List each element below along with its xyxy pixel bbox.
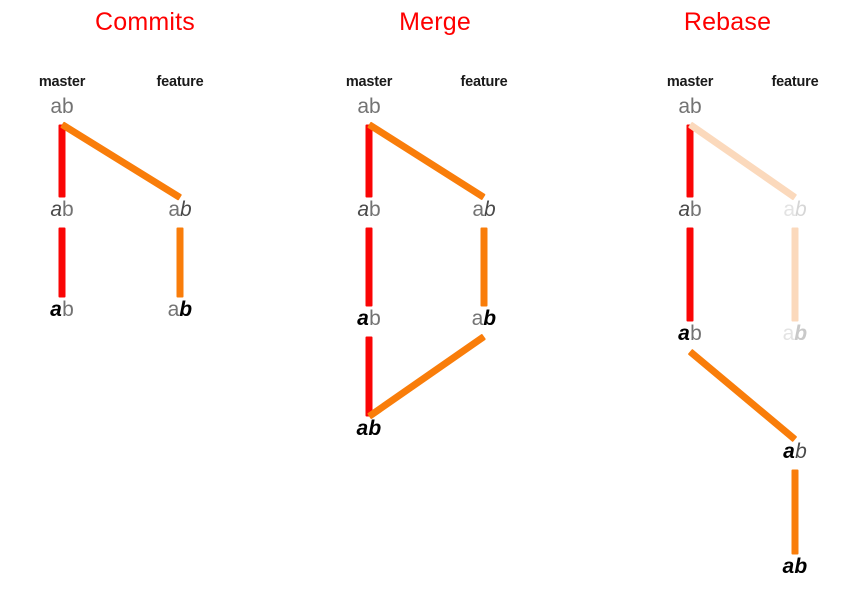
commit-glyph-a: a [357,307,370,330]
commit-glyph-b: b [369,95,381,118]
commit-glyph-a: a [50,198,62,221]
panel-commits: Commits [0,0,290,606]
commit-glyph-a: a [357,95,369,118]
commit-glyph-b: b [179,298,193,321]
commit-glyph-b: b [483,307,497,330]
commit-glyph-a: a [356,417,369,440]
commit-glyph-a: a [782,555,795,578]
edge-r-m2-to-r-m3 [686,227,694,321]
commit-glyph-a: a [782,322,795,345]
commit-node-g-m3: ab [357,308,381,329]
column-header-merge-feature: feature [460,74,508,90]
commit-node-c-m1: ab [50,96,73,117]
commit-glyph-a: a [678,322,691,345]
commit-node-r-f3: ab [783,323,808,344]
column-header-rebase-master: master [666,74,714,90]
commit-glyph-a: a [168,198,180,221]
edge-r-m1-to-r-m2 [686,124,694,197]
edge-c-m1-to-c-m2 [58,124,66,197]
commit-glyph-b: b [690,322,702,345]
commit-glyph-b: b [795,198,807,221]
commit-node-g-m2: ab [357,199,380,220]
edge-g-f2-to-g-f3 [480,227,488,306]
commit-glyph-a: a [357,198,369,221]
edge-r-f4-to-r-f5 [791,469,799,554]
commit-node-c-m3: ab [50,299,74,320]
commit-node-r-f5: ab [782,556,807,577]
commit-glyph-a: a [167,298,180,321]
commit-glyph-b: b [62,198,74,221]
commit-node-r-f4: ab [783,441,807,462]
commit-glyph-a: a [678,198,690,221]
commit-node-r-f2: ab [783,199,806,220]
commit-node-g-m1: ab [357,96,380,117]
column-header-commits-feature: feature [156,74,204,90]
edge-g-m1-to-g-m2 [365,124,373,197]
commit-node-c-m2: ab [50,199,73,220]
commit-glyph-b: b [794,555,808,578]
commit-glyph-b: b [690,95,702,118]
commit-glyph-b: b [180,198,192,221]
commit-node-r-m3: ab [678,323,702,344]
commit-glyph-a: a [783,198,795,221]
commit-glyph-b: b [62,95,74,118]
column-header-commits-master: master [38,74,86,90]
panel-title-merge: Merge [399,8,471,36]
commit-node-c-f3: ab [168,299,193,320]
commit-node-c-f2: ab [168,199,191,220]
column-header-rebase-feature: feature [771,74,819,90]
panel-rebase: Rebase [600,0,855,606]
commit-glyph-b: b [62,298,74,321]
commit-node-g-f3: ab [472,308,497,329]
commit-glyph-a: a [678,95,690,118]
column-header-merge-master: master [345,74,393,90]
commit-glyph-a: a [471,307,484,330]
commit-node-r-m2: ab [678,199,701,220]
panel-title-commits: Commits [94,8,195,36]
commit-glyph-b: b [690,198,702,221]
edge-g-m3-to-g-m4 [365,336,373,416]
commit-glyph-a: a [783,440,796,463]
commit-glyph-a: a [472,198,484,221]
panel-merge: Merge [290,0,580,606]
commit-glyph-b: b [795,440,807,463]
commit-glyph-a: a [50,298,63,321]
commit-node-g-m4: ab [356,418,381,439]
commit-node-g-f2: ab [472,199,495,220]
commit-glyph-b: b [369,307,381,330]
commit-node-r-m1: ab [678,96,701,117]
commit-glyph-b: b [484,198,496,221]
panel-title-rebase: Rebase [683,8,772,36]
edge-r-f2-to-r-f3 [791,227,799,321]
commit-glyph-a: a [50,95,62,118]
commit-glyph-b: b [368,417,382,440]
edge-c-m2-to-c-m3 [58,227,66,297]
commit-glyph-b: b [369,198,381,221]
edge-g-m2-to-g-m3 [365,227,373,306]
commit-glyph-b: b [794,322,808,345]
edge-c-f2-to-c-f3 [176,227,184,297]
